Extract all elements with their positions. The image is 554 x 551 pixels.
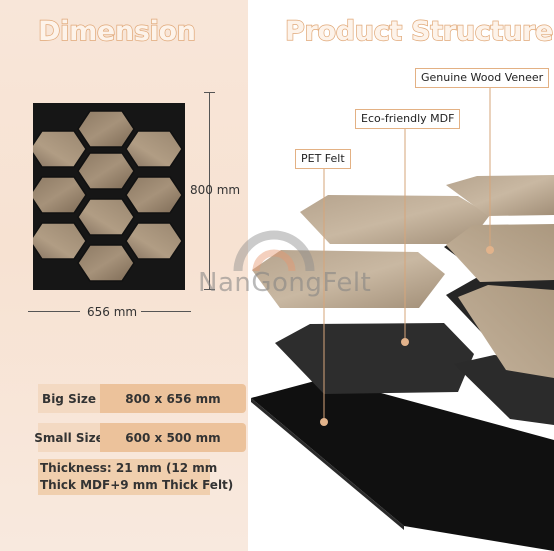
width-dimension-line bbox=[28, 311, 80, 312]
veneer-hex bbox=[446, 175, 554, 216]
hexagon-panel-image bbox=[33, 103, 185, 290]
hex-tile bbox=[33, 130, 87, 168]
product-structure-title: Product Structure bbox=[284, 15, 554, 47]
height-dimension-cap bbox=[204, 289, 215, 290]
hex-tile bbox=[77, 152, 135, 190]
layer-structure-image bbox=[251, 80, 554, 551]
hex-tile bbox=[125, 222, 183, 260]
wood-marker bbox=[486, 246, 494, 254]
dimension-title: Dimension bbox=[37, 15, 196, 47]
mdf-marker bbox=[401, 338, 409, 346]
hex-tile bbox=[77, 198, 135, 236]
felt-marker bbox=[320, 418, 328, 426]
veneer-hex bbox=[300, 195, 490, 244]
watermark-logo-icon bbox=[233, 230, 315, 272]
height-dimension-cap bbox=[204, 92, 215, 93]
hex-tile bbox=[125, 130, 183, 168]
veneer-hex bbox=[252, 250, 445, 308]
hex-tile bbox=[77, 244, 135, 282]
height-label: 800 mm bbox=[190, 183, 241, 197]
width-label: 656 mm bbox=[87, 305, 138, 319]
hex-tile bbox=[33, 176, 87, 214]
hex-tile bbox=[77, 110, 135, 148]
hex-tile bbox=[33, 222, 87, 260]
thickness-text: Thickness: 21 mm (12 mm Thick MDF+9 mm T… bbox=[40, 461, 234, 492]
hex-tile bbox=[125, 176, 183, 214]
height-dimension-line bbox=[209, 92, 210, 290]
callout-pet-felt: PET Felt bbox=[295, 149, 351, 169]
spec-label: Small Size bbox=[34, 423, 104, 452]
spec-value: 800 x 656 mm bbox=[100, 384, 246, 413]
veneer-hex bbox=[446, 224, 554, 282]
thickness-box: Thickness: 21 mm (12 mm Thick MDF+9 mm T… bbox=[38, 459, 233, 495]
width-dimension-line bbox=[141, 311, 191, 312]
veneer-hex bbox=[458, 285, 554, 378]
mdf-hex bbox=[275, 323, 474, 394]
callout-wood-veneer: Genuine Wood Veneer bbox=[415, 68, 550, 88]
spec-value: 600 x 500 mm bbox=[100, 423, 246, 452]
callout-mdf: Eco-friendly MDF bbox=[355, 109, 461, 129]
watermark: NanGongFelt bbox=[198, 268, 372, 298]
spec-label: Big Size bbox=[38, 384, 100, 413]
